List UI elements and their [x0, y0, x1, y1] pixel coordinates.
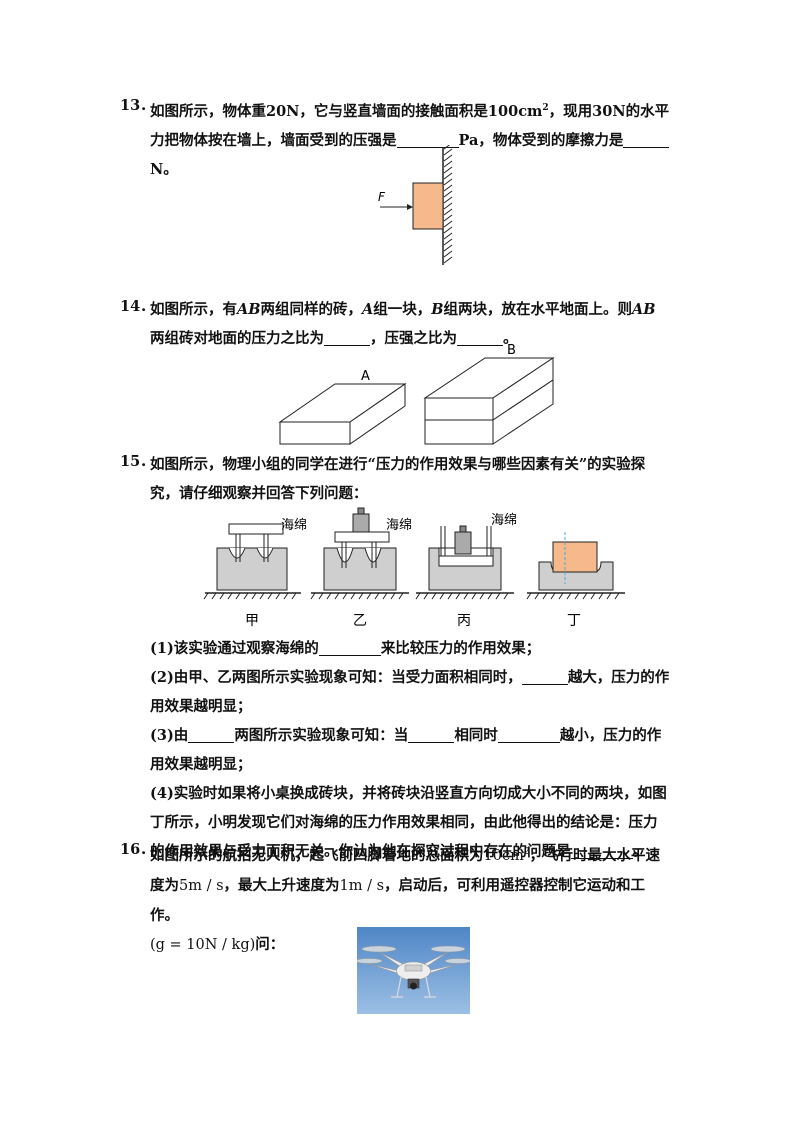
q16-t4: ，启动后，可利用遥控器控制它运动和工作。: [150, 876, 646, 924]
q15-s3b: 两图所示实验现象可知：当: [234, 727, 409, 744]
q15-s1a: (1)该实验通过观察海绵的: [150, 640, 319, 657]
q14-p4: 组两块，放在水平地面上。则: [443, 301, 633, 318]
fig-yi: [311, 507, 409, 594]
q14-p7: 。: [503, 330, 518, 347]
q15-sub3: (3)由 两图所示实验现象可知：当 相同时越小，压力的作用效果越明显；: [150, 721, 670, 779]
q15-intro: 如图所示，物理小组的同学在进行“压力的作用效果与哪些因素有关”的实验探究，请仔细…: [150, 456, 646, 502]
q14-p1: 如图所示，有: [150, 301, 237, 318]
brick-b-label: B: [507, 343, 516, 358]
q16-t1: 如图所示的航拍无人机，起飞前四脚着地的总面积为: [150, 846, 484, 864]
q13-text-d: N。: [150, 160, 178, 178]
q15-s3d: 越小，压力的作用效果越明显；: [150, 727, 662, 773]
q15-blank-3a[interactable]: [188, 726, 235, 743]
q15-sub2: (2)由甲、乙两图所示实验现象可知：当受力面积相同时，越大，压力的作用效果越明显…: [150, 663, 670, 721]
q15-blank-3c[interactable]: [497, 726, 560, 743]
q15-figure: 海绵 海绵 海绵 甲 乙 丙 丁: [203, 507, 625, 629]
q15-s4a: (4)实验时如果将小桌换成砖块，并将砖块沿竖直方向切成大小不同的两块，如图丁所示…: [150, 785, 667, 860]
q14-p2: 两组同样的砖，: [260, 301, 363, 318]
q13-sup: 2: [542, 103, 549, 113]
q13-text: 如图所示，物体重20N，它与竖直墙面的接触面积是100cm2，现用30N的水平力…: [150, 94, 670, 184]
q14-a: A: [362, 301, 374, 318]
q16-f1sup: 2: [523, 847, 530, 857]
brick-a-label: A: [361, 369, 370, 384]
q15-blank-3b[interactable]: [408, 726, 455, 743]
q16-t3: ，最大上升速度为: [223, 876, 340, 894]
q16-f4: (g = 10N / kg): [150, 936, 256, 953]
force-label: F: [378, 190, 386, 204]
q15-s1b: 来比较压力的作用效果；: [380, 640, 541, 657]
fig-label-jia: 甲: [245, 613, 259, 629]
q14-number: 14．: [120, 298, 155, 315]
q15-sub1: (1)该实验通过观察海绵的 来比较压力的作用效果；: [150, 634, 670, 663]
q13-figure: F: [378, 145, 453, 265]
fig-ding: [527, 532, 625, 594]
q16-text: 如图所示的航拍无人机，起飞前四脚着地的总面积为10cm2，飞行时最大水平速度为5…: [150, 838, 670, 960]
q16-t2: ，飞行时最大水平速度为: [150, 846, 661, 894]
q15-s2b: 越大，压力的作用效果越明显；: [150, 669, 670, 715]
q15-blank-1[interactable]: [318, 639, 381, 656]
fig-label-bing: 丙: [457, 613, 471, 629]
q15-blank-4[interactable]: [570, 842, 633, 859]
q16-number: 16．: [120, 841, 155, 858]
q13-number: 13．: [120, 97, 155, 114]
q13-text-a: 如图所示，物体重20N，它与竖直墙面的接触面积是100cm: [150, 102, 543, 120]
q15-s3c: 相同时: [454, 727, 498, 744]
q14-p3: 组一块，: [373, 301, 432, 318]
q15-s2a: (2)由甲、乙两图所示实验现象可知：当受力面积相同时，: [150, 669, 522, 686]
q16-f1: 10cm: [483, 847, 524, 864]
q13-blank-friction[interactable]: [623, 131, 670, 148]
fig-label-ding: 丁: [567, 613, 581, 629]
q14-figure: A B: [278, 343, 555, 445]
q14-p6: ，压强之比为: [370, 330, 457, 347]
q15-s4b: 。: [632, 843, 648, 860]
sponge-label-2: 海绵: [386, 518, 412, 533]
q16-f3: 1m / s: [339, 877, 385, 894]
q14-text: 如图所示，有AB两组同样的砖，A组一块，B组两块，放在水平地面上。则AB两组砖对…: [150, 295, 670, 353]
q15-sub4: (4)实验时如果将小桌换成砖块，并将砖块沿竖直方向切成大小不同的两块，如图丁所示…: [150, 779, 670, 866]
sponge-label-1: 海绵: [281, 518, 307, 533]
q15-s3a: (3)由: [150, 727, 189, 744]
sponge-label-3: 海绵: [491, 513, 517, 528]
fig-jia: [205, 523, 301, 594]
drone-image: [357, 927, 470, 1014]
q14-blank-force-ratio[interactable]: [324, 329, 370, 346]
q13-text-c: Pa，物体受到的摩擦力是: [458, 131, 624, 149]
q14-ab2: AB: [632, 301, 656, 318]
q16-f2: 5m / s: [179, 877, 224, 894]
q14-ab1: AB: [237, 301, 261, 318]
q13-text-b: ，现用30N的水平力把物体按在墙上，墙面受到的压强是: [150, 102, 670, 149]
q14-p5: 两组砖对地面的压力之比为: [150, 330, 324, 347]
q15-number: 15．: [120, 453, 155, 470]
q15-blank-2[interactable]: [521, 668, 568, 685]
fig-bing: [416, 525, 514, 594]
q14-blank-pressure-ratio[interactable]: [457, 329, 503, 346]
q16-t5: 问：: [255, 935, 285, 953]
q14-b: B: [431, 301, 444, 318]
q13-blank-pressure[interactable]: [396, 131, 459, 148]
fig-label-yi: 乙: [353, 613, 367, 629]
